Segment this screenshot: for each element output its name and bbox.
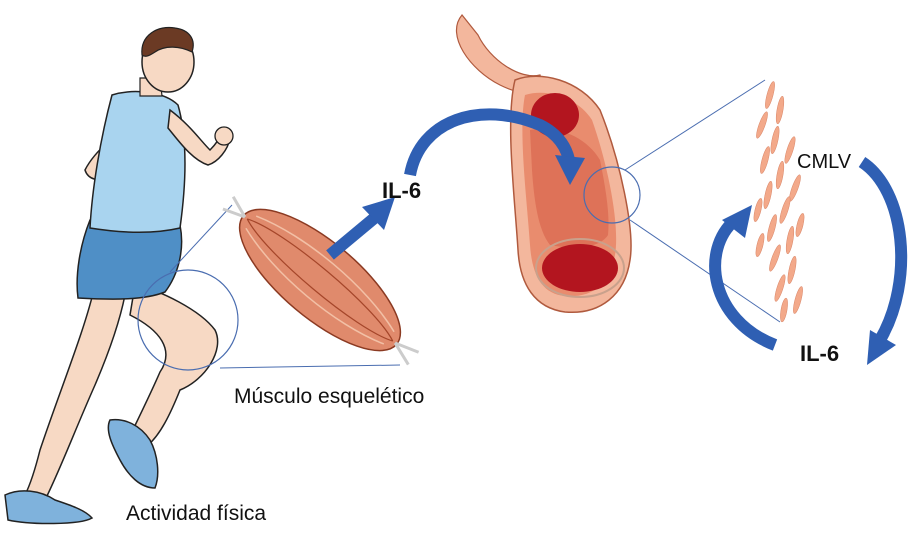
zoom-line [625,80,765,170]
label-skeletal-muscle: Músculo esquelético [234,385,424,409]
label-il6-top: IL-6 [382,178,421,204]
label-physical-activity: Actividad física [126,502,266,526]
label-cmlv: CMLV [797,151,851,174]
blood-vessel-icon [456,15,630,312]
zoom-line [630,220,780,322]
zoom-line [220,365,400,368]
smooth-muscle-cells-icon [752,81,806,323]
back-shoe [5,491,92,524]
arrow-icon [330,215,378,255]
cycle-arrow-icon [862,162,901,340]
label-il6-bottom: IL-6 [800,341,839,367]
muscle-icon [204,174,438,388]
runner-figure [5,27,233,523]
cycle-arrow-icon [715,220,775,345]
